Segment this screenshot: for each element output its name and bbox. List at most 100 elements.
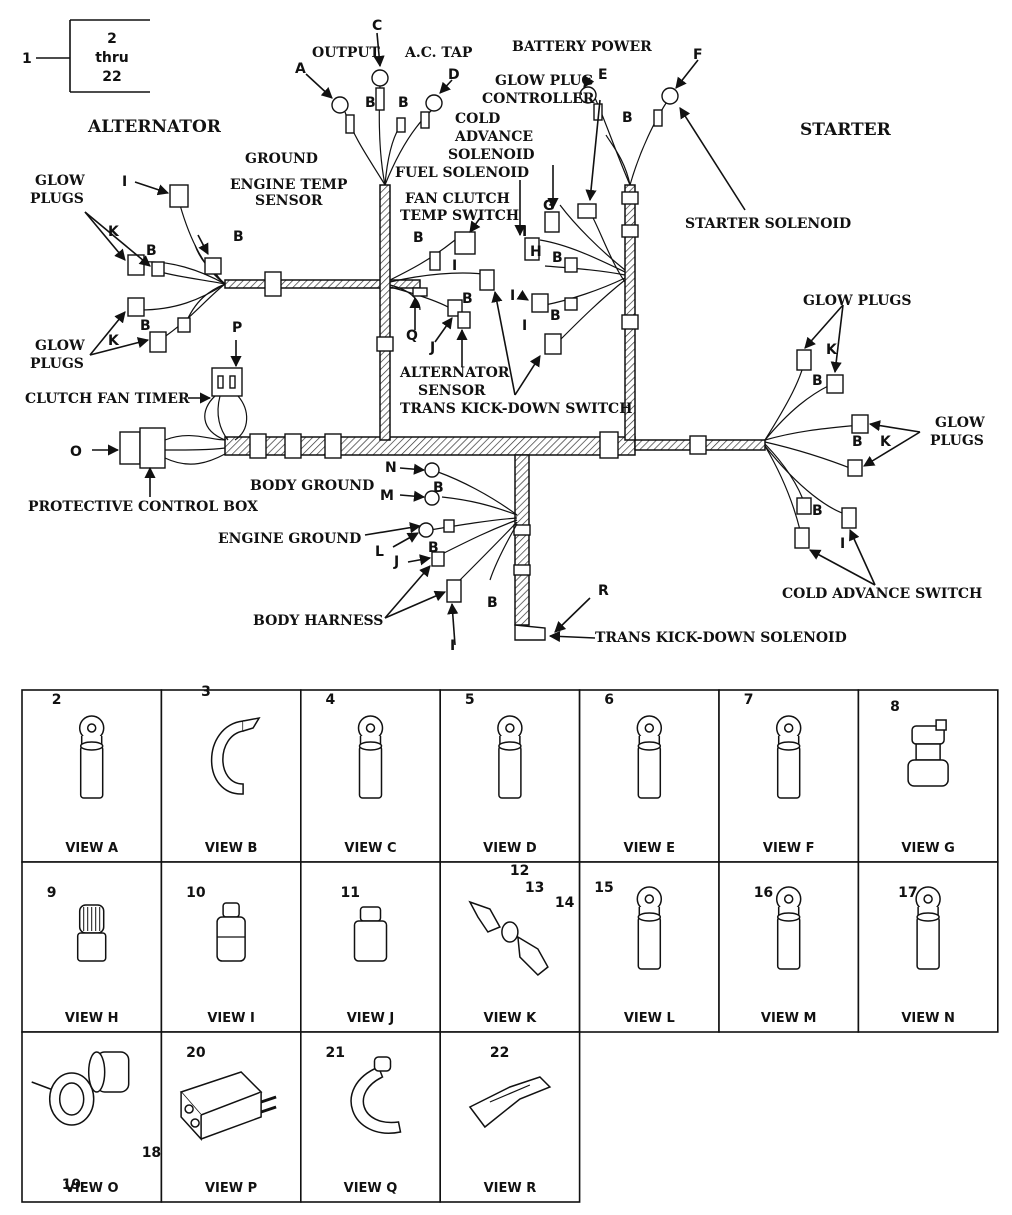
part-illustration: [31, 1051, 130, 1126]
letter-q: Q: [406, 328, 418, 344]
letter-g: G: [543, 198, 555, 214]
item-number: 5: [465, 692, 475, 708]
part-illustration: [350, 1056, 402, 1134]
callout-range-bot: 22: [102, 69, 121, 85]
trans-kickdown-switch-label: TRANS KICK-DOWN SWITCH: [400, 401, 632, 417]
letter-b: B: [146, 243, 157, 259]
letter-l: L: [375, 544, 384, 560]
letter-b: B: [398, 95, 409, 111]
letter-k: K: [826, 342, 838, 358]
letter-j: J: [393, 554, 399, 570]
fuel-solenoid-label: FUEL SOLENOID: [395, 165, 529, 181]
alternator-sensor-label-2: SENSOR: [418, 383, 486, 399]
letter-i: I: [522, 224, 527, 240]
item-number: 4: [326, 692, 336, 708]
item-number: 6: [604, 692, 614, 708]
part-illustration: [915, 886, 941, 970]
item-number: 12: [510, 863, 529, 879]
callout-range-mid: thru: [95, 50, 129, 66]
item-number: 11: [341, 885, 360, 901]
clutch-fan-timer-label: CLUTCH FAN TIMER: [25, 391, 190, 407]
letter-c: C: [372, 18, 382, 34]
letter-codes: A B B C D E F B G H I B I B I I B K B B …: [70, 18, 892, 654]
alternator-sensor-label-1: ALTERNATOR: [399, 365, 510, 381]
fan-clutch-label-1: FAN CLUTCH: [405, 191, 510, 207]
part-illustration: [636, 886, 663, 970]
letter-i: I: [510, 288, 515, 304]
letter-k: K: [880, 434, 892, 450]
item-number: 18: [142, 1145, 161, 1161]
battery-power-label: BATTERY POWER: [512, 39, 652, 55]
glow-plug-controller-label-1: GLOW PLUG: [495, 73, 593, 89]
item-number: 21: [326, 1045, 345, 1061]
glow-plugs-right-top-label: GLOW PLUGS: [803, 293, 911, 309]
item-number: 10: [186, 885, 206, 901]
letter-b: B: [852, 434, 863, 450]
part-illustration: [907, 719, 949, 787]
letter-i: I: [452, 258, 457, 274]
glow-plugs-lower-label-1: GLOW: [35, 338, 85, 354]
ac-tap-label: A.C. TAP: [404, 45, 473, 61]
letter-b: B: [428, 540, 439, 556]
letter-b: B: [812, 373, 823, 389]
cold-advance-solenoid-label-2: ADVANCE: [454, 129, 533, 145]
view-label: VIEW R: [484, 1181, 537, 1196]
part-illustration: [216, 902, 246, 962]
letter-k: K: [108, 224, 120, 240]
part-illustration: [468, 900, 549, 977]
item-number: 8: [890, 699, 900, 715]
body-ground-label: BODY GROUND: [250, 478, 374, 494]
view-label: VIEW Q: [344, 1181, 398, 1196]
callout-range-top: 2: [107, 31, 117, 47]
letter-b: B: [812, 503, 823, 519]
letter-j: J: [429, 340, 435, 356]
item-number: 7: [744, 692, 754, 708]
protective-control-box-label: PROTECTIVE CONTROL BOX: [28, 499, 258, 515]
starter-label: STARTER: [800, 120, 892, 140]
letter-b: B: [550, 308, 561, 324]
engine-temp-sensor-label-2: SENSOR: [255, 193, 323, 209]
letter-r: R: [598, 583, 609, 599]
glow-plugs-right-label-2: PLUGS: [930, 433, 984, 449]
letter-b: B: [233, 229, 244, 245]
view-label: VIEW I: [207, 1011, 254, 1026]
view-label: VIEW L: [624, 1011, 675, 1026]
letter-p: P: [232, 320, 242, 336]
view-label: VIEW F: [763, 841, 815, 856]
glow-plugs-lower-label-2: PLUGS: [30, 356, 84, 372]
letter-o: O: [70, 444, 82, 460]
item-number: 14: [555, 895, 575, 911]
view-label: VIEW H: [65, 1011, 119, 1026]
glow-plugs-upper-label-2: PLUGS: [30, 191, 84, 207]
ground-label: GROUND: [245, 151, 318, 167]
harness-trunks: [119, 184, 766, 641]
item-number: 17: [898, 885, 917, 901]
letter-f: F: [693, 47, 703, 63]
part-illustration: [211, 716, 261, 795]
part-illustration: [497, 715, 523, 799]
engine-ground-label: ENGINE GROUND: [218, 531, 361, 547]
part-illustration: [468, 1076, 552, 1129]
letter-k: K: [108, 333, 120, 349]
cold-advance-switch-label: COLD ADVANCE SWITCH: [782, 586, 982, 602]
view-label: VIEW J: [347, 1011, 394, 1026]
glow-plugs-right-label-1: GLOW: [935, 415, 985, 431]
part-illustration: [775, 715, 802, 799]
letter-n: N: [385, 460, 397, 476]
letter-b: B: [365, 95, 376, 111]
item-number: 19: [62, 1177, 81, 1193]
letter-i: I: [522, 318, 527, 334]
